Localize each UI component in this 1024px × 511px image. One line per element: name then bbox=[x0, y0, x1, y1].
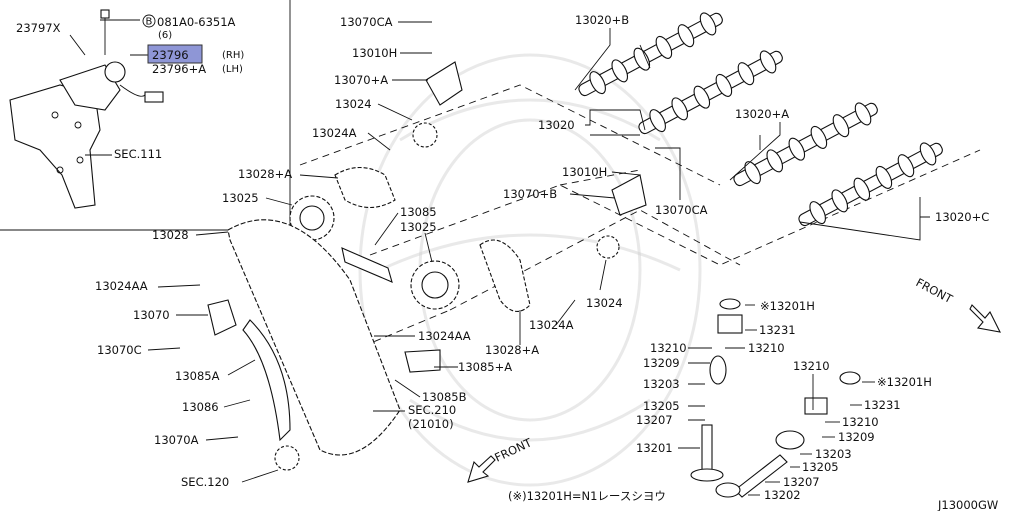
label-sec111: SEC.111 bbox=[114, 147, 162, 161]
label-13203-left: 13203 bbox=[643, 377, 680, 391]
label-13028a-top: 13028+A bbox=[238, 167, 292, 181]
label-13070a-bottom: 13070A bbox=[154, 433, 199, 447]
label-13024a-bottom: 13024A bbox=[529, 318, 574, 332]
label-23796a-side: (LH) bbox=[222, 64, 243, 75]
label-13010h-mid: 13010H bbox=[562, 165, 607, 179]
sprockets bbox=[274, 122, 620, 471]
highlighted-part-23796 bbox=[147, 44, 203, 64]
label-13070: 13070 bbox=[133, 308, 170, 322]
label-13207-right: 13207 bbox=[783, 475, 820, 489]
label-23797x: 23797X bbox=[16, 21, 61, 35]
label-23796: 23796 bbox=[152, 48, 189, 62]
timing-chains bbox=[227, 166, 531, 456]
label-13231-right: 13231 bbox=[864, 398, 901, 412]
label-13020a: 13020+A bbox=[735, 107, 789, 121]
label-13024-bottom: 13024 bbox=[586, 296, 623, 310]
label-sec210: SEC.210 bbox=[408, 403, 456, 417]
inset-panel bbox=[0, 0, 291, 231]
label-13205-right: 13205 bbox=[802, 460, 839, 474]
label-bolt-circle: B bbox=[146, 17, 153, 28]
label-13086: 13086 bbox=[182, 400, 219, 414]
label-13024aa-mid: 13024AA bbox=[418, 329, 471, 343]
label-23796a: 23796+A bbox=[152, 62, 206, 76]
diagram-code: J13000GW bbox=[937, 498, 998, 511]
label-23796-side: (RH) bbox=[222, 50, 244, 61]
label-13085plusa: 13085+A bbox=[458, 360, 512, 374]
label-13070ca-mid: 13070CA bbox=[655, 203, 708, 217]
guides-and-small-parts bbox=[207, 61, 861, 498]
label-13202: 13202 bbox=[764, 488, 801, 502]
label-13028: 13028 bbox=[152, 228, 189, 242]
label-13210-right-top: 13210 bbox=[793, 359, 830, 373]
label-13210-right: 13210 bbox=[842, 415, 879, 429]
label-13210-a: 13210 bbox=[650, 341, 687, 355]
label-13201: 13201 bbox=[636, 441, 673, 455]
label-13203-right: 13203 bbox=[815, 447, 852, 461]
label-sec120: SEC.120 bbox=[181, 475, 229, 489]
label-13070c: 13070C bbox=[97, 343, 142, 357]
label-13210-b: 13210 bbox=[748, 341, 785, 355]
label-13020c: 13020+C bbox=[935, 210, 989, 224]
label-13201h-right: ※13201H bbox=[877, 375, 932, 389]
label-13207-left: 13207 bbox=[636, 413, 673, 427]
dashed-outline bbox=[299, 84, 981, 361]
leader-lines bbox=[147, 21, 930, 496]
label-13070ca-top: 13070CA bbox=[340, 15, 393, 29]
part-labels: 23797X B 081A0-6351A (6) 23796 (RH) 2379… bbox=[16, 13, 998, 511]
label-front-right: FRONT bbox=[914, 275, 956, 306]
label-13025-left: 13025 bbox=[222, 191, 259, 205]
label-13209-left: 13209 bbox=[643, 356, 680, 370]
front-arrow-right-icon bbox=[969, 304, 1001, 333]
footnote: (※)13201H=N1レースシヨウ bbox=[508, 489, 666, 503]
label-13070a-top: 13070+A bbox=[334, 73, 388, 87]
label-13025-mid: 13025 bbox=[400, 220, 437, 234]
label-13085b: 13085B bbox=[422, 390, 467, 404]
camshafts bbox=[578, 12, 943, 227]
label-13024: 13024 bbox=[335, 97, 372, 111]
label-sec210-sub: (21010) bbox=[408, 417, 454, 431]
label-bolt-qty: (6) bbox=[158, 30, 172, 41]
label-13070b: 13070+B bbox=[503, 187, 557, 201]
label-13020: 13020 bbox=[538, 118, 575, 132]
label-13020b: 13020+B bbox=[575, 13, 629, 27]
label-13085: 13085 bbox=[400, 205, 437, 219]
label-13205-left: 13205 bbox=[643, 399, 680, 413]
watermark-emblem bbox=[358, 53, 702, 487]
label-13028a-bottom: 13028+A bbox=[485, 343, 539, 357]
label-13010h-top: 13010H bbox=[352, 46, 397, 60]
circled-b-icon bbox=[142, 14, 156, 28]
label-13024a-top: 13024A bbox=[312, 126, 357, 140]
label-13201h-top: ※13201H bbox=[760, 299, 815, 313]
label-13024aa-left: 13024AA bbox=[95, 279, 148, 293]
front-arrow-bottom-icon bbox=[467, 455, 496, 483]
front-arrows bbox=[467, 304, 1001, 483]
label-13209-right: 13209 bbox=[838, 430, 875, 444]
label-bolt-part: 081A0-6351A bbox=[157, 15, 236, 29]
label-13085a: 13085A bbox=[175, 369, 220, 383]
label-13231-top: 13231 bbox=[759, 323, 796, 337]
